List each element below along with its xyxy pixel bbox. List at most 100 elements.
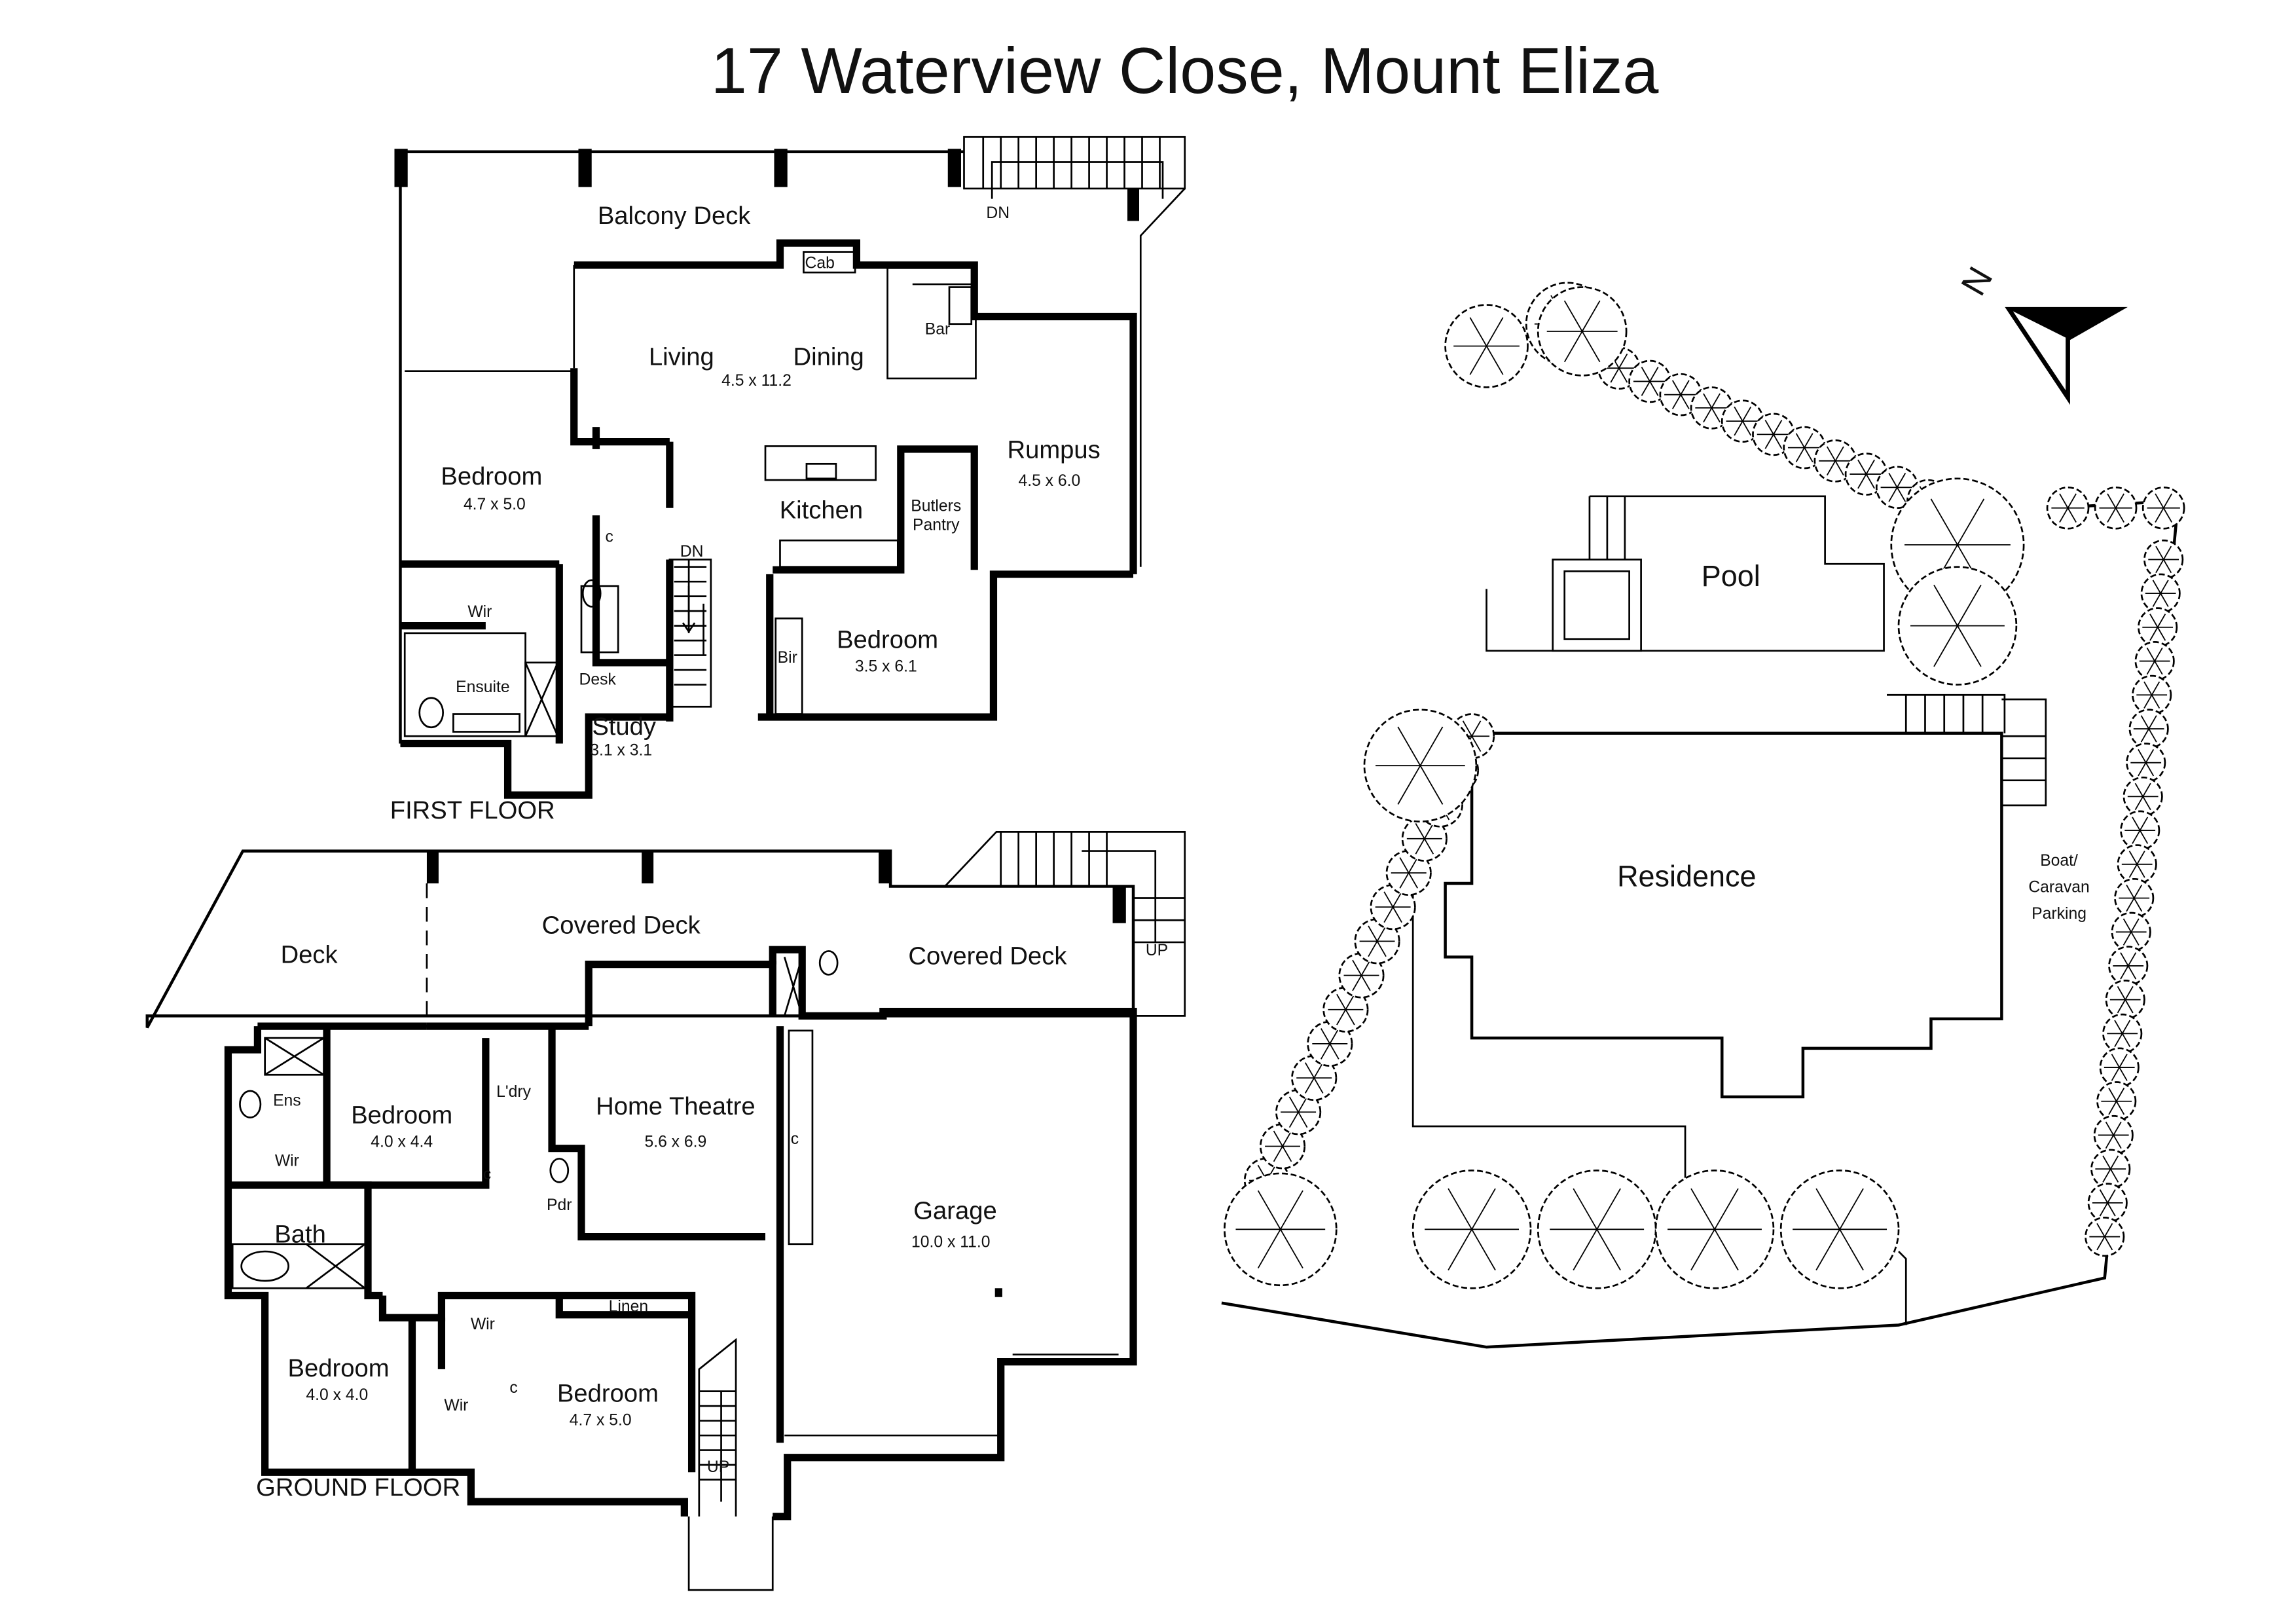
parking-label: Parking [2032, 905, 2086, 923]
stairs-down-top [963, 136, 1186, 567]
room-label: Study [592, 712, 657, 741]
floor-label: FIRST FLOOR [390, 796, 555, 824]
room-label: Rumpus [1007, 435, 1100, 464]
tree-icon [2128, 709, 2169, 749]
tree-icon [2138, 607, 2178, 648]
room-dimensions: 3.5 x 6.1 [855, 657, 917, 675]
room-label: Dining [793, 343, 864, 371]
tree-icon [1259, 1123, 1306, 1170]
floor-label: GROUND FLOOR [256, 1473, 460, 1502]
room-label: Ens [273, 1092, 301, 1109]
room-label: Desk [579, 671, 617, 689]
room-dimensions: 3.1 x 3.1 [590, 741, 652, 759]
ground-floor-plan [145, 831, 1186, 1591]
room-label: Butlers [911, 497, 961, 515]
tree-icon [2140, 573, 2181, 614]
tree-icon [2094, 486, 2138, 530]
tree-icon [1363, 709, 1478, 822]
north-arrow: N [1954, 261, 2128, 405]
pool [1485, 495, 1885, 652]
room-label: Pdr [547, 1196, 572, 1214]
room-label: Wir [275, 1153, 299, 1170]
tree-icon [1385, 849, 1432, 896]
tree-icon [2046, 486, 2090, 530]
room-label: c [606, 528, 613, 545]
room-label: Covered Deck [542, 911, 701, 939]
tree-group [1224, 282, 2185, 1289]
room-label: Wir [471, 1316, 495, 1333]
room-label: c [791, 1130, 799, 1148]
tree-icon [2087, 1183, 2128, 1223]
pool-label: Pool [1702, 559, 1760, 593]
tree-icon [1275, 1089, 1322, 1135]
tree-icon [2126, 743, 2166, 783]
tree-icon [1654, 1170, 1775, 1289]
tree-icon [2108, 946, 2149, 986]
room-label: Bedroom [557, 1379, 659, 1407]
first-floor-plan [394, 136, 1186, 799]
room-dimensions: 4.0 x 4.0 [306, 1386, 368, 1404]
room-label: Bedroom [288, 1354, 390, 1382]
tree-icon [2099, 1047, 2140, 1088]
room-label: Ensuite [456, 678, 509, 696]
tree-icon [2085, 1216, 2125, 1257]
room-label: Wir [467, 603, 492, 621]
page-title: 17 Waterview Close, Mount Eliza [711, 34, 1659, 107]
room-label: Wir [444, 1397, 468, 1414]
tree-icon [2105, 980, 2145, 1020]
room-label: Covered Deck [908, 942, 1067, 970]
tree-icon [1537, 286, 1628, 377]
tree-icon [1338, 952, 1385, 999]
room-label: Pantry [913, 516, 960, 534]
tree-icon [1779, 1170, 1900, 1289]
room-dimensions: 4.5 x 11.2 [721, 372, 792, 390]
room-dimensions: 4.5 x 6.0 [1018, 472, 1080, 490]
tree-icon [1307, 1020, 1353, 1067]
tree-icon [2114, 877, 2155, 919]
room-label: c [483, 1166, 491, 1183]
first-floor-labels: Balcony Deck DN Cab Bar Living Dining 4.… [390, 202, 1101, 824]
tree-icon [2132, 674, 2172, 715]
tree-icon [2093, 1115, 2134, 1156]
room-dimensions: 4.0 x 4.4 [371, 1133, 433, 1151]
stairs-label: UP [1146, 942, 1168, 959]
stairs-label: DN [986, 204, 1010, 222]
room-label: Bedroom [837, 625, 938, 654]
room-dimensions: 10.0 x 11.0 [911, 1233, 990, 1251]
tree-icon [1322, 986, 1369, 1033]
room-label: Balcony Deck [598, 202, 751, 230]
residence-label: Residence [1617, 860, 1756, 893]
room-label: Living [649, 343, 714, 371]
room-label: Cab [805, 254, 834, 272]
room-dimensions: 4.7 x 5.0 [570, 1411, 632, 1429]
room-dimensions: 4.7 x 5.0 [464, 496, 526, 513]
stairs-label: DN [680, 543, 704, 561]
tree-icon [2134, 640, 2175, 682]
room-label: Linen [609, 1298, 648, 1316]
room-label: Bir [778, 649, 797, 667]
room-label: Bar [925, 320, 950, 338]
room-label: Garage [913, 1197, 996, 1225]
tree-icon [2111, 912, 2151, 952]
stairs-up-right [944, 831, 1186, 1017]
room-label: Bath [274, 1221, 326, 1249]
tree-icon [1813, 439, 1857, 483]
north-label: N [1954, 261, 2000, 303]
room-label: c [509, 1379, 517, 1397]
tree-icon [2120, 810, 2160, 851]
tree-icon [1412, 1170, 1532, 1289]
room-dimensions: 5.6 x 6.9 [644, 1133, 706, 1151]
residence [1412, 693, 2047, 1325]
tree-icon [2096, 1081, 2137, 1122]
tree-icon [1897, 566, 2018, 686]
parking-label: Caravan [2028, 879, 2089, 896]
tree-icon [2102, 1013, 2143, 1054]
parking-label: Boat/ [2040, 852, 2078, 870]
tree-icon [2117, 844, 2157, 885]
tree-icon [2141, 486, 2185, 530]
room-label: Kitchen [780, 496, 863, 525]
stairs-label: UP [707, 1458, 729, 1476]
tree-icon [2123, 776, 2163, 817]
room-label: Home Theatre [596, 1092, 756, 1120]
